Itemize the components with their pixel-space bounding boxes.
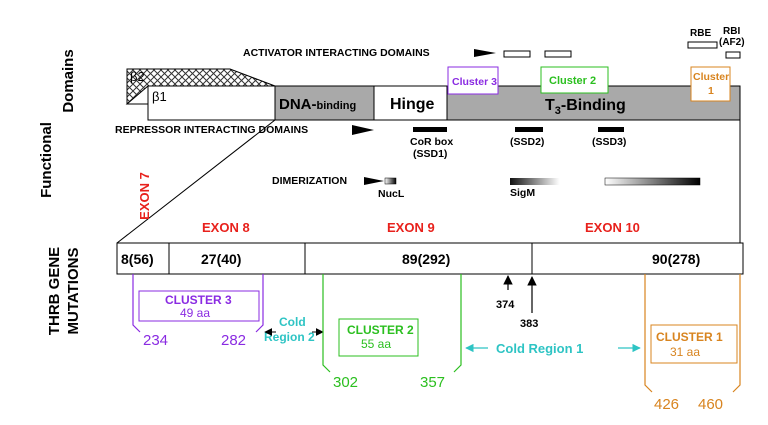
nucl-bar: [384, 177, 397, 185]
cluster3-end: 282: [221, 332, 246, 349]
beta2-label: β2: [130, 69, 145, 84]
rbi-box: [725, 51, 741, 59]
cluster3-aa: 49 aa: [180, 306, 210, 320]
gene-seg-exon8: 27(40): [201, 251, 241, 267]
cluster1-title: CLUSTER 1: [656, 330, 723, 344]
pos383-label: 383: [520, 318, 538, 330]
gene-seg-exon9: 89(292): [402, 251, 450, 267]
activator-box-2: [544, 50, 572, 58]
gene-seg-exon10: 90(278): [652, 251, 700, 267]
cluster2-box: [338, 318, 419, 357]
dna-binding-domain: [274, 85, 375, 121]
thrb-gene-mutations-label-2: MUTATIONS: [65, 248, 82, 335]
activator-label: ACTIVATOR INTERACTING DOMAINS: [243, 47, 430, 59]
dimerization-arrow: [364, 177, 384, 185]
cluster3-bracket: [132, 274, 264, 333]
cluster1-end: 460: [698, 396, 723, 413]
ssd1-bar: [413, 127, 447, 132]
cluster3-title: CLUSTER 3: [165, 293, 232, 307]
cluster3-box: [138, 290, 260, 322]
cluster1-aa: 31 aa: [670, 345, 700, 359]
sigm-bar-1: [510, 178, 600, 185]
cluster3-domain-label: Cluster 3: [452, 76, 497, 88]
sigm-bar-2: [604, 177, 701, 186]
cold-region2-label-1: Cold: [279, 315, 306, 329]
cluster2-aa: 55 aa: [361, 337, 391, 351]
exon9-label: EXON 9: [387, 220, 435, 235]
functional-domains-label-1: Functional: [38, 122, 55, 198]
cluster2-bracket: [322, 274, 462, 373]
exon10-label: EXON 10: [585, 220, 640, 235]
ssd3-label: (SSD3): [592, 136, 626, 148]
dimerization-label: DIMERIZATION: [272, 175, 347, 187]
hinge-domain: [373, 85, 448, 121]
cluster2-end: 357: [420, 374, 445, 391]
cluster1-start: 426: [654, 396, 679, 413]
cluster2-start: 302: [333, 374, 358, 391]
hinge-label: Hinge: [390, 96, 435, 113]
cluster3-start: 234: [143, 332, 168, 349]
rbe-box: [687, 41, 718, 49]
cluster1-box: [650, 324, 738, 364]
activator-box-1: [503, 50, 531, 58]
cluster1-domain-label-2: 1: [708, 85, 714, 97]
functional-domains-label-2: Domains: [60, 49, 77, 112]
ssd2-bar: [515, 127, 543, 132]
cold-region1-label: Cold Region 1: [496, 341, 583, 356]
dna-binding-label: DNA-binding: [279, 96, 356, 113]
corbox-label: CoR box: [410, 136, 453, 148]
rbi-label-1: RBI: [723, 26, 740, 37]
cluster2-title: CLUSTER 2: [347, 323, 414, 337]
beta1-domain: [147, 85, 276, 121]
nucl-label: NucL: [378, 188, 405, 200]
cluster1-bracket: [644, 274, 741, 393]
rbe-label: RBE: [690, 28, 711, 39]
activator-arrow: [474, 49, 496, 57]
cluster2-domain-box: [540, 66, 609, 94]
gene-seg-exon7: 8(56): [121, 251, 154, 267]
exon8-label: EXON 8: [202, 220, 250, 235]
repressor-arrow: [352, 125, 374, 135]
cluster1-domain-box: [690, 66, 731, 102]
thrb-gene-mutations-label-1: THRB GENE: [46, 247, 63, 335]
ssd1-label: (SSD1): [413, 148, 447, 160]
ssd2-label: (SSD2): [510, 136, 544, 148]
cluster2-domain-label: Cluster 2: [549, 75, 596, 87]
zoom-line-left: [116, 119, 276, 244]
ssd3-bar: [598, 127, 624, 132]
cluster3-domain-box: [447, 66, 499, 95]
t3-binding-label: T3-Binding: [545, 97, 626, 117]
exon7-label: EXON 7: [137, 172, 152, 220]
cluster1-domain-label-1: Cluster: [693, 71, 729, 83]
cold-region2-label-2: Region 2: [264, 330, 315, 344]
beta1-label: β1: [152, 89, 167, 104]
rbi-label-2: (AF2): [719, 37, 745, 48]
sigm-label: SigM: [510, 187, 535, 199]
gene-bar: [116, 242, 744, 275]
repressor-label: REPRESSOR INTERACTING DOMAINS: [115, 124, 308, 136]
pos374-label: 374: [496, 299, 515, 311]
